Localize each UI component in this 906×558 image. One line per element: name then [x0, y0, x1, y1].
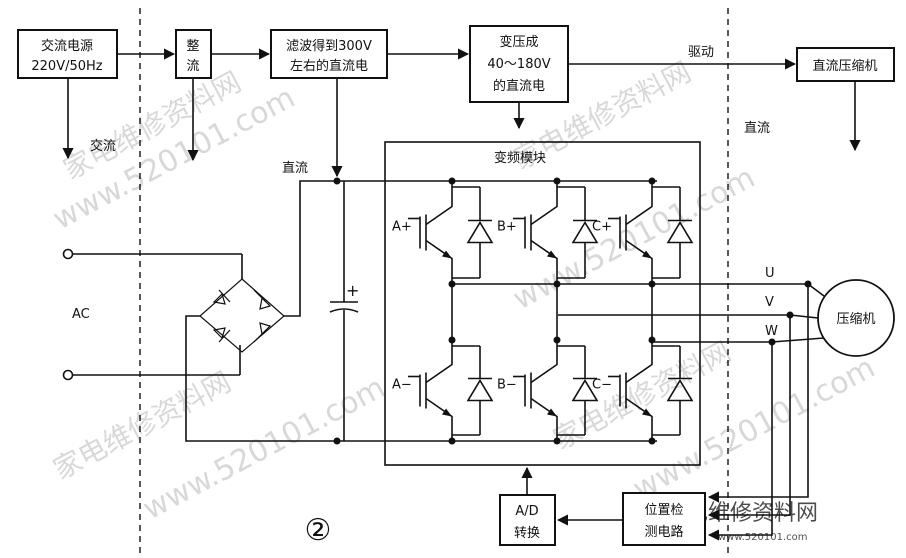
svg-text:左右的直流电: 左右的直流电 — [290, 58, 368, 74]
sense-w — [707, 342, 773, 541]
svg-text:A/D: A/D — [515, 504, 538, 519]
svg-text:压缩机: 压缩机 — [836, 311, 875, 327]
switch-label: B+ — [497, 220, 517, 235]
compressor-motor: 压缩机 — [817, 279, 895, 357]
phase-lines: U V W — [452, 266, 825, 346]
drive-label: 驱动 — [688, 45, 714, 60]
transform-block: 变压成 40～180V 的直流电 — [469, 25, 569, 103]
svg-text:变频模块: 变频模块 — [494, 150, 546, 166]
svg-text:整: 整 — [186, 39, 199, 54]
dc-bus — [333, 177, 657, 445]
svg-text:的直流电: 的直流电 — [493, 78, 545, 94]
igbt-b-high: B+ — [497, 177, 599, 288]
igbt-legs: A+ A− B+ B− C+ C− — [392, 177, 694, 445]
position-detect-block: 位置检 测电路 — [622, 492, 706, 546]
ac-input: AC — [62, 248, 242, 381]
dc-bus-label: 直流 — [282, 161, 308, 176]
switch-label: A− — [392, 378, 412, 393]
svg-text:直流压缩机: 直流压缩机 — [812, 58, 877, 74]
svg-text:AC: AC — [72, 307, 90, 322]
switch-label: B− — [497, 378, 517, 393]
ad-block: A/D 转换 — [499, 494, 556, 546]
dc-flow-right-label: 直流 — [744, 121, 770, 136]
svg-text:220V/50Hz: 220V/50Hz — [31, 59, 102, 74]
svg-text:+: + — [346, 281, 359, 300]
svg-text:滤波得到300V: 滤波得到300V — [286, 38, 372, 54]
svg-text:www.520101.com: www.520101.com — [507, 160, 761, 317]
svg-text:40～180V: 40～180V — [487, 57, 550, 72]
svg-text:U: U — [765, 266, 775, 281]
svg-text:交流电源: 交流电源 — [41, 38, 93, 54]
igbt-a-high: A+ — [392, 177, 494, 288]
sense-u — [707, 284, 809, 503]
svg-text:变压成: 变压成 — [499, 34, 538, 50]
switch-label: C+ — [592, 220, 612, 235]
igbt-a-low: A− — [392, 336, 494, 445]
svg-text:V: V — [765, 295, 774, 310]
filter-block: 滤波得到300V 左右的直流电 — [270, 29, 388, 79]
ac-source-block: 交流电源 220V/50Hz — [17, 29, 118, 79]
switch-label: A+ — [392, 220, 412, 235]
watermark-logo-url: www.520101.com — [718, 532, 808, 543]
svg-text:W: W — [765, 324, 778, 339]
filter-capacitor: + — [329, 181, 359, 441]
svg-text:位置检: 位置检 — [644, 503, 683, 518]
inverter-module: 变频模块 — [384, 141, 701, 466]
bridge-rectifier — [185, 180, 337, 442]
dc-compressor-block: 直流压缩机 — [796, 47, 895, 82]
rectifier-block: 整 流 — [175, 29, 212, 79]
sense-v — [707, 315, 791, 521]
igbt-b-low: B− — [497, 336, 599, 445]
svg-text:流: 流 — [186, 59, 199, 74]
svg-text:转换: 转换 — [514, 526, 540, 541]
switch-label: C− — [592, 378, 612, 393]
figure-number: ② — [305, 513, 332, 548]
svg-text:测电路: 测电路 — [644, 524, 683, 540]
ac-flow-label: 交流 — [90, 138, 116, 154]
